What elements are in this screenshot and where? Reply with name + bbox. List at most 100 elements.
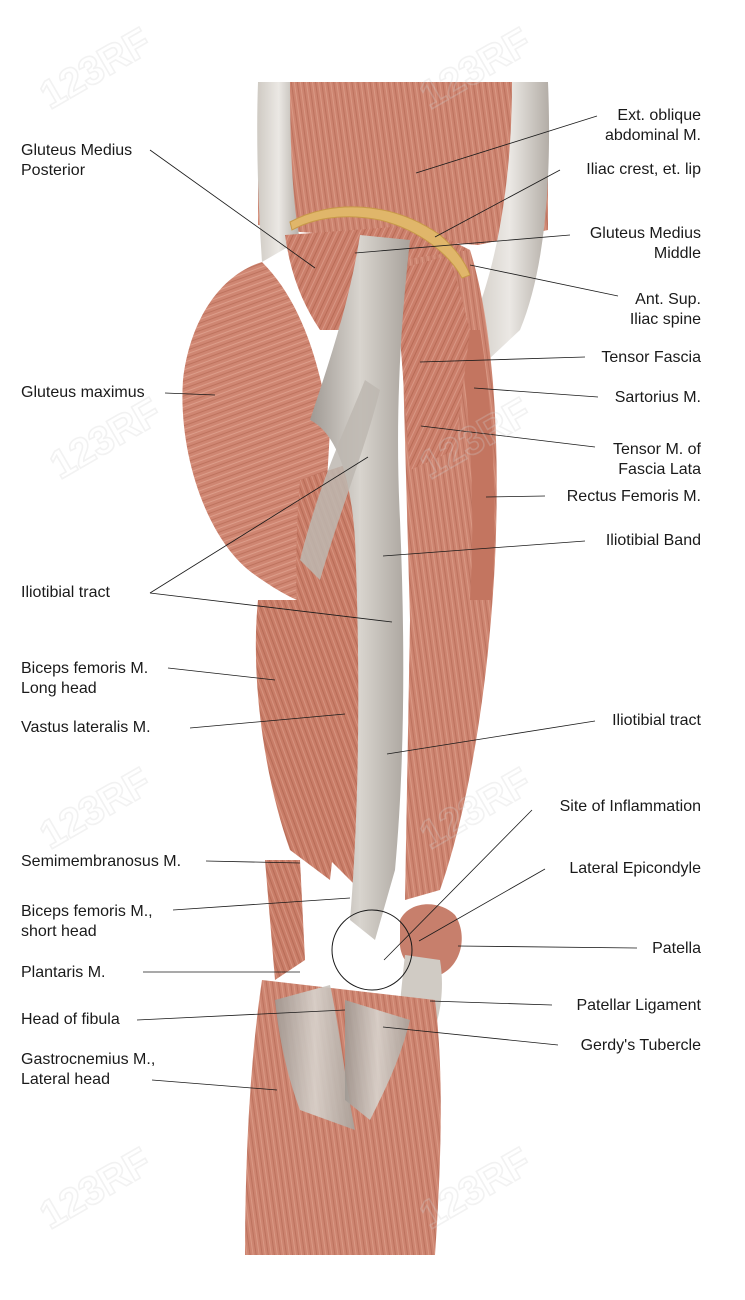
leader-sartorius xyxy=(473,387,599,398)
right-leader-lines xyxy=(354,115,638,1046)
label-iliac-crest: Iliac crest, et. lip xyxy=(586,160,701,180)
leader-gluteus-maximus xyxy=(164,392,216,396)
label-patella: Patella xyxy=(652,939,701,959)
label-line: abdominal M. xyxy=(604,127,701,144)
label-line: Tensor M. of xyxy=(612,441,701,458)
label-line: Iliac spine xyxy=(629,311,701,328)
leader-semimembranosus xyxy=(205,860,301,864)
label-line: Lateral head xyxy=(21,1071,110,1088)
label-line: Biceps femoris M., xyxy=(21,903,153,920)
label-iliotibial-tract-right: Iliotibial tract xyxy=(612,711,701,731)
label-line: Semimembranosus M. xyxy=(21,853,182,870)
label-gluteus-medius-posterior: Gluteus Medius Posterior xyxy=(21,141,132,181)
label-line: Iliotibial tract xyxy=(21,584,110,601)
label-sartorius: Sartorius M. xyxy=(615,388,701,408)
label-line: Iliotibial tract xyxy=(612,712,701,729)
label-line: Ant. Sup. xyxy=(635,291,701,308)
posterior-fascia-strip xyxy=(257,82,300,262)
label-line: Fascia Lata xyxy=(618,461,701,478)
iliotibial-band-shape xyxy=(310,235,410,940)
label-iliotibial-band: Iliotibial Band xyxy=(606,531,701,551)
label-tensor-fascia-lata: Tensor M. of Fascia Lata xyxy=(613,440,701,480)
label-site-of-inflammation: Site of Inflammation xyxy=(560,797,701,817)
label-line: Posterior xyxy=(21,162,86,179)
leader-iliac-crest xyxy=(434,169,561,238)
label-gluteus-maximus: Gluteus maximus xyxy=(21,383,145,403)
leader-gluteus-medius-posterior xyxy=(149,149,316,269)
label-ant-sup-iliac-spine: Ant. Sup. Iliac spine xyxy=(630,290,701,330)
label-biceps-femoris-short-head: Biceps femoris M., short head xyxy=(21,902,153,942)
watermark-7: 123RF xyxy=(33,1140,159,1238)
leader-lateral-epicondyle xyxy=(418,868,546,942)
semimembranosus-muscle xyxy=(265,860,305,980)
leader-site-of-inflammation xyxy=(383,809,533,961)
leader-iliotibial-tract-2 xyxy=(149,592,393,623)
leader-tensor-fascia-lata xyxy=(420,425,596,448)
label-line: Head of fibula xyxy=(21,1011,120,1028)
gastrocnemius-tendon xyxy=(275,985,355,1130)
label-line: Patella xyxy=(652,940,701,957)
label-line: Gluteus Medius xyxy=(589,225,701,242)
label-line: Gerdy's Tubercle xyxy=(580,1037,701,1054)
label-lateral-epicondyle: Lateral Epicondyle xyxy=(569,859,701,879)
leader-biceps-long-head xyxy=(167,667,276,681)
label-line: Vastus lateralis M. xyxy=(21,719,151,736)
label-iliotibial-tract-left: Iliotibial tract xyxy=(21,583,110,603)
label-tensor-fascia: Tensor Fascia xyxy=(601,348,701,368)
leader-iliotibial-band xyxy=(382,540,586,557)
label-head-of-fibula: Head of fibula xyxy=(21,1010,120,1030)
label-line: Lateral Epicondyle xyxy=(569,860,701,877)
label-patellar-ligament: Patellar Ligament xyxy=(576,996,701,1016)
label-line: Plantaris M. xyxy=(21,964,106,981)
label-line: Biceps femoris M. xyxy=(21,660,149,677)
label-vastus-lateralis: Vastus lateralis M. xyxy=(21,718,151,738)
leader-gluteus-medius-middle xyxy=(354,234,571,254)
inflammation-circle xyxy=(331,909,413,991)
leader-rectus-femoris xyxy=(485,495,546,498)
label-line: Gluteus Medius xyxy=(21,142,133,159)
label-line: Tensor Fascia xyxy=(601,349,701,366)
gluteus-maximus-muscle xyxy=(182,262,330,604)
leader-ext-oblique xyxy=(415,115,598,174)
watermark-3: 123RF xyxy=(43,390,169,488)
leader-iliotibial-tract-right xyxy=(386,720,596,755)
leader-biceps-short-head xyxy=(172,897,351,911)
label-semimembranosus: Semimembranosus M. xyxy=(21,852,181,872)
left-leader-lines xyxy=(136,149,393,1091)
label-line: Long head xyxy=(21,680,97,697)
label-rectus-femoris: Rectus Femoris M. xyxy=(567,487,701,507)
anterior-fascia-strip xyxy=(470,82,550,360)
leader-patella xyxy=(457,945,638,949)
leader-gerdys-tubercle xyxy=(382,1026,559,1046)
label-line: Rectus Femoris M. xyxy=(566,488,701,505)
label-gerdys-tubercle: Gerdy's Tubercle xyxy=(581,1036,701,1056)
leader-tensor-fascia xyxy=(419,356,586,363)
label-line: Ext. oblique xyxy=(617,107,701,124)
leader-ant-sup-iliac xyxy=(469,264,619,297)
label-ext-oblique: Ext. oblique abdominal M. xyxy=(605,106,701,146)
leader-vastus-lateralis xyxy=(189,713,346,729)
label-line: short head xyxy=(21,923,97,940)
label-line: Patellar Ligament xyxy=(576,997,701,1014)
label-line: Gluteus maximus xyxy=(21,384,145,401)
leader-head-of-fibula xyxy=(136,1009,346,1021)
iliac-crest-shape xyxy=(289,206,471,279)
label-line: Iliac crest, et. lip xyxy=(586,161,701,178)
gerdys-tubercle-tendon xyxy=(345,1000,410,1120)
tensor-fascia-lata-muscle xyxy=(395,255,470,470)
label-line: Middle xyxy=(653,245,701,262)
sartorius-muscle xyxy=(458,330,495,600)
label-plantaris: Plantaris M. xyxy=(21,963,105,983)
iliotibial-tract-upper xyxy=(300,380,380,580)
leader-gastrocnemius xyxy=(151,1079,278,1091)
label-gluteus-medius-middle: Gluteus Medius Middle xyxy=(590,224,701,264)
watermark-5: 123RF xyxy=(33,760,159,858)
label-line: Sartorius M. xyxy=(614,389,701,406)
label-gastrocnemius-lateral-head: Gastrocnemius M., Lateral head xyxy=(21,1050,155,1090)
label-line: Iliotibial Band xyxy=(605,532,701,549)
watermark-1: 123RF xyxy=(33,20,159,118)
label-line: Site of Inflammation xyxy=(559,798,701,815)
label-biceps-femoris-long-head: Biceps femoris M. Long head xyxy=(21,659,148,699)
leader-patellar-ligament xyxy=(429,1000,553,1006)
